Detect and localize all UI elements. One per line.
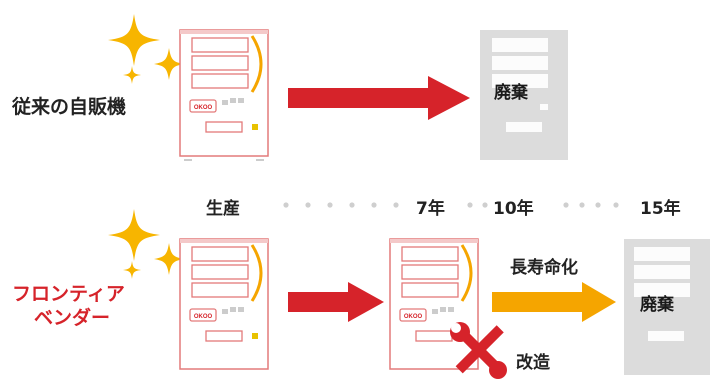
disposed-label-conventional: 廃棄	[494, 83, 528, 103]
red-arrow-conventional	[288, 76, 470, 120]
conventional-vending-label: 従来の自販機	[12, 96, 127, 118]
renovation-label: 改造	[516, 353, 550, 373]
frontier-vendor-label-line2: ベンダー	[34, 306, 111, 329]
red-arrow-frontier	[288, 282, 384, 322]
frontier-vendor-label-line1: フロンティア	[12, 283, 125, 305]
machine-brand-text: OKOO	[194, 314, 213, 320]
longevity-label: 長寿命化	[510, 258, 578, 278]
vending-machine-new-conventional: OKOO	[179, 29, 269, 161]
timeline-15y: 15年	[640, 199, 681, 219]
disposed-label-frontier: 廃棄	[640, 295, 674, 315]
timeline-dots	[283, 202, 619, 208]
vending-machine-disposed-frontier	[624, 239, 710, 375]
machine-brand-text: OKOO	[404, 314, 423, 320]
vending-machine-disposed-conventional	[480, 30, 568, 160]
orange-arrow-frontier	[492, 282, 616, 322]
machine-brand-text: OKOO	[194, 105, 213, 111]
timeline-7y: 7年	[416, 199, 445, 219]
sparkle-icon-bottom	[108, 209, 184, 279]
vending-machine-new-frontier: OKOO	[179, 238, 269, 370]
vending-machine-renovated-frontier: OKOO	[389, 238, 479, 370]
timeline-10y: 10年	[493, 199, 534, 219]
sparkle-icon-top	[108, 14, 184, 84]
timeline-start: 生産	[206, 199, 240, 219]
frontier-vendor-label: フロンティア ベンダー	[12, 283, 125, 331]
wrench-icon	[450, 322, 507, 379]
